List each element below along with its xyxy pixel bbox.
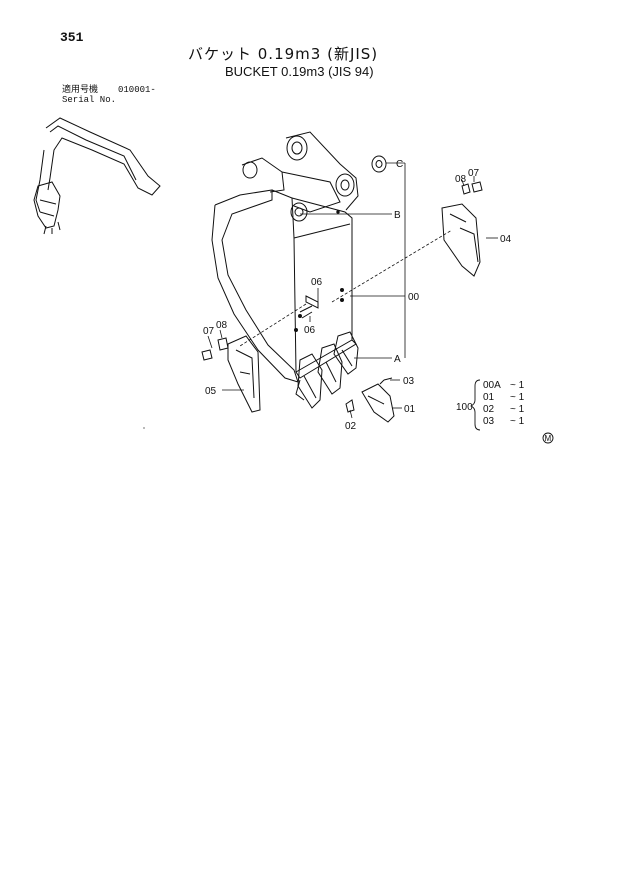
callout-08-left: 08 (216, 320, 228, 331)
quantity-row-qty: ~ 1 (510, 380, 525, 391)
page-number: 351 (60, 30, 84, 45)
callout-08-right: 08 (455, 174, 467, 185)
quantity-table: 100 00A ~ 1 01 ~ 1 02 ~ 1 03 ~ 1 (456, 379, 525, 431)
callout-06-top: 06 (311, 277, 323, 288)
callout-03: 03 (403, 376, 415, 387)
callout-c: C (396, 159, 403, 170)
callout-04: 04 (500, 234, 512, 245)
circled-m-mark: M (542, 432, 554, 444)
excavator-thumbnail (33, 117, 161, 235)
quantity-row-qty: ~ 1 (510, 392, 525, 403)
serial-label-japanese: 適用号機 (62, 85, 99, 95)
quantity-row-code: 02 (483, 404, 495, 415)
callout-02: 02 (345, 421, 357, 432)
mark-letter: M (545, 434, 552, 443)
bucket-drawing (201, 131, 483, 423)
callout-05: 05 (205, 386, 217, 397)
callout-b: B (394, 210, 401, 221)
callout-01: 01 (404, 404, 416, 415)
callout-06-bottom: 06 (304, 325, 316, 336)
quantity-row-code: 03 (483, 416, 495, 427)
callout-00: 00 (408, 292, 420, 303)
callout-labels: C B 00 A 04 07 08 07 08 05 06 06 03 01 0… (203, 159, 512, 432)
serial-range: 010001- (118, 85, 156, 95)
callout-a: A (394, 354, 401, 365)
quantity-row-code: 01 (483, 392, 495, 403)
quantity-row-code: 00A (483, 380, 501, 391)
quantity-row-qty: ~ 1 (510, 404, 525, 415)
title-japanese: バケット 0.19m3 (新JIS) (188, 45, 379, 63)
quantity-prefix: 100 (456, 402, 473, 413)
leader-lines (207, 162, 498, 419)
title-english: BUCKET 0.19m3 (JIS 94) (225, 64, 374, 79)
quantity-row-qty: ~ 1 (510, 416, 525, 427)
serial-label-english: Serial No. (62, 95, 117, 105)
callout-07-right: 07 (468, 168, 480, 179)
callout-07-left: 07 (203, 326, 215, 337)
